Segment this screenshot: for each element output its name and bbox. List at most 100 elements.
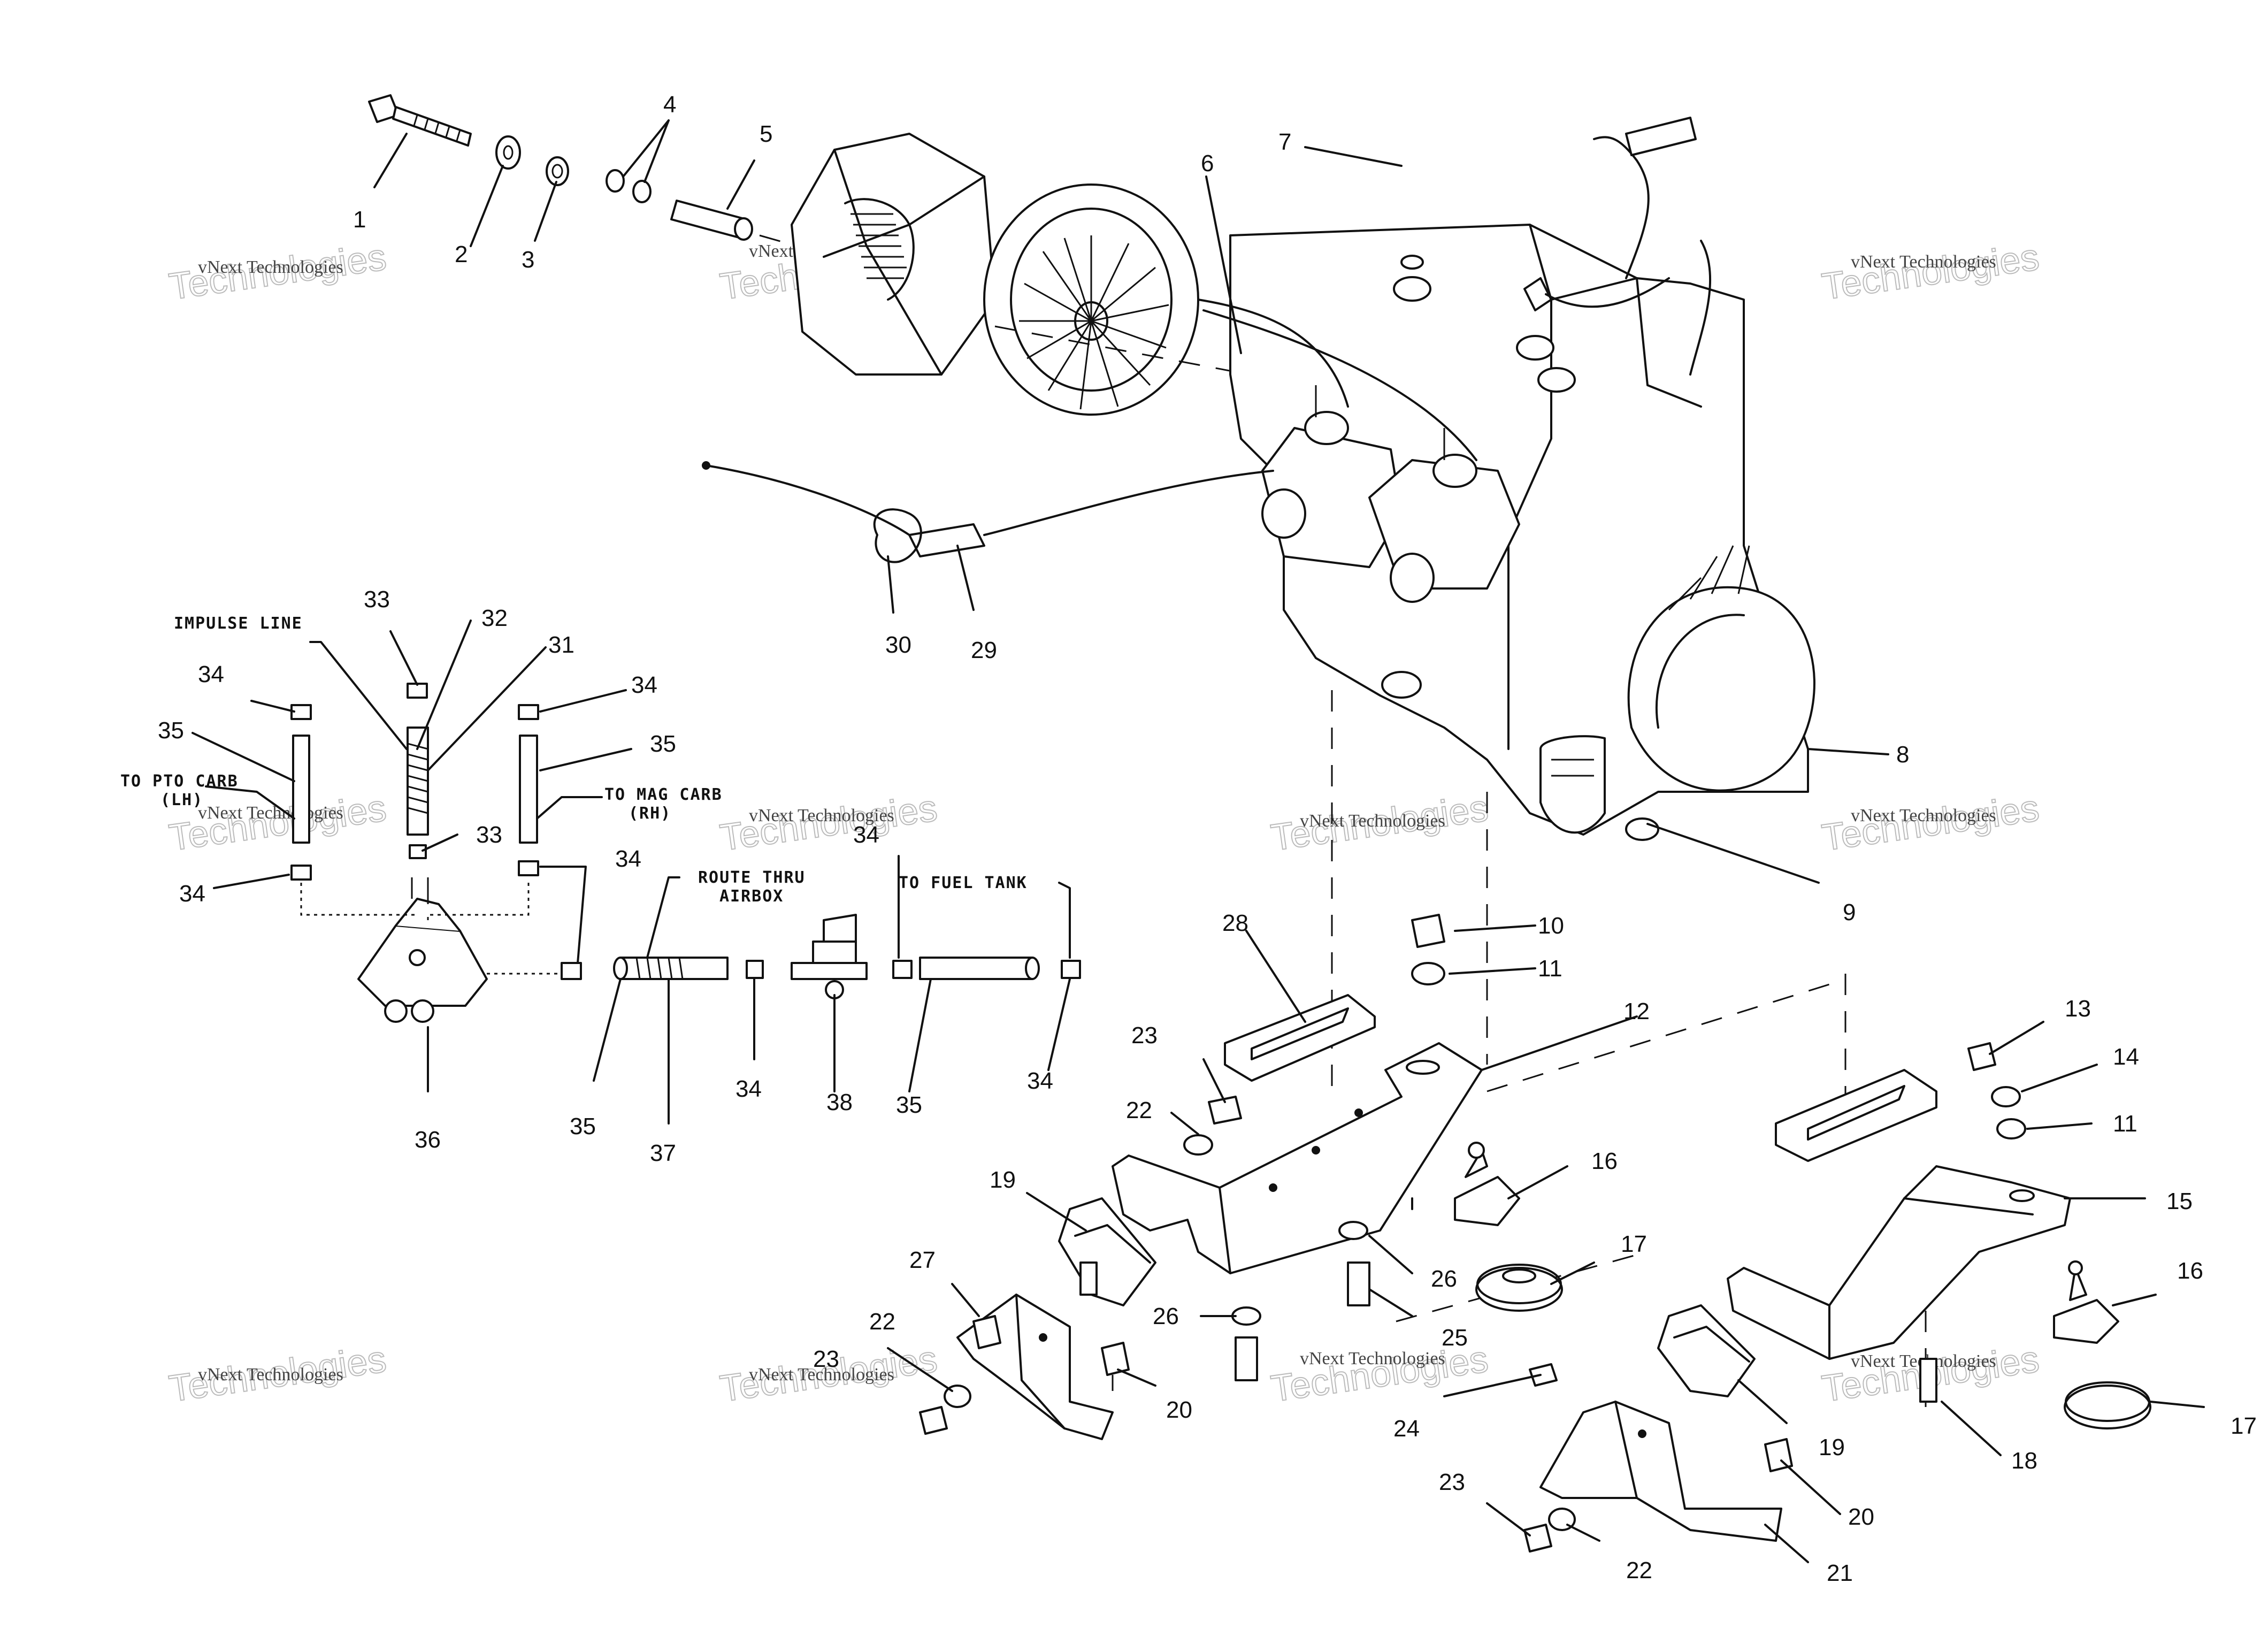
callout-7: 7 xyxy=(1278,129,1291,155)
callout-30: 30 xyxy=(885,632,911,658)
callout-19: 19 xyxy=(1819,1434,1845,1461)
fuel-hose xyxy=(919,957,1040,980)
callout-10: 10 xyxy=(1538,913,1564,939)
washer xyxy=(546,156,569,186)
svg-text:vNext Technologies: vNext Technologies xyxy=(1851,806,1996,825)
hose-clamp xyxy=(746,960,764,979)
throttle-cable xyxy=(702,461,1274,563)
mount-pad xyxy=(2064,1381,2151,1429)
callout-37: 37 xyxy=(650,1140,676,1166)
clutch-bolt xyxy=(368,94,472,147)
callout-23: 23 xyxy=(1131,1022,1158,1049)
hose-clamp xyxy=(518,704,539,720)
fuel-hose-route xyxy=(613,957,729,980)
hose-clamp xyxy=(1061,960,1081,979)
leader-lines xyxy=(191,119,2205,1563)
mount-pad xyxy=(1475,1264,1563,1312)
fuel-system xyxy=(205,641,1081,1023)
washer xyxy=(1338,1221,1368,1240)
callout-34: 34 xyxy=(631,672,657,698)
svg-text:vNext Technologies: vNext Technologies xyxy=(198,803,343,823)
callout-12: 12 xyxy=(1623,998,1650,1024)
callout-17: 17 xyxy=(1621,1231,1647,1257)
washer xyxy=(1996,1118,2026,1140)
callout-17: 17 xyxy=(2231,1413,2257,1439)
routing-notes: IMPULSE LINE TO PTO CARB (LH) TO MAG CAR… xyxy=(120,614,1028,906)
mount-nut xyxy=(1967,1042,1996,1071)
callout-34: 34 xyxy=(735,1076,762,1102)
callout-25: 25 xyxy=(1442,1325,1468,1351)
note-to-mag-carb-side: (RH) xyxy=(629,804,671,823)
washer xyxy=(1411,962,1445,985)
callout-29: 29 xyxy=(971,637,997,663)
callout-36: 36 xyxy=(415,1127,441,1153)
mount-angle-bracket xyxy=(1539,1401,1782,1542)
hose-clamp xyxy=(892,960,913,979)
mount-angle-bracket xyxy=(956,1294,1114,1440)
mount-nut xyxy=(1523,1524,1552,1553)
front-mount-plate xyxy=(1112,1042,1483,1274)
svg-text:vNext Technologies: vNext Technologies xyxy=(1300,1349,1445,1368)
callout-35: 35 xyxy=(650,731,676,757)
callout-33: 33 xyxy=(364,586,390,613)
callout-33: 33 xyxy=(476,822,502,848)
svg-text:vNext Technologies: vNext Technologies xyxy=(749,806,894,825)
washer xyxy=(1991,1086,2021,1107)
note-to-fuel-tank: TO FUEL TANK xyxy=(899,874,1028,892)
note-impulse-line: IMPULSE LINE xyxy=(174,614,303,633)
mount-block xyxy=(1657,1304,1756,1397)
callout-22: 22 xyxy=(869,1309,895,1335)
drive-clutch xyxy=(791,133,1391,416)
clutch-bolt-assembly xyxy=(368,94,835,258)
callout-24: 24 xyxy=(1393,1416,1420,1442)
callout-6: 6 xyxy=(1201,150,1214,177)
o-ring xyxy=(606,169,625,193)
svg-text:vNext Technologies: vNext Technologies xyxy=(198,1365,343,1385)
fuel-pump xyxy=(357,877,488,1023)
callout-21: 21 xyxy=(1827,1560,1853,1586)
rubber-mount xyxy=(1454,1142,1520,1226)
callout-22: 22 xyxy=(1126,1097,1152,1123)
callout-34: 34 xyxy=(615,846,641,872)
callout-13: 13 xyxy=(2065,996,2091,1022)
callout-20: 20 xyxy=(1848,1504,1874,1530)
callout-35: 35 xyxy=(896,1092,922,1118)
callout-34: 34 xyxy=(198,661,224,687)
hose-clamp xyxy=(290,704,312,720)
callout-35: 35 xyxy=(158,717,184,744)
spacer xyxy=(670,200,753,241)
callout-1: 1 xyxy=(353,207,366,233)
callout-34: 34 xyxy=(179,881,205,907)
callout-32: 32 xyxy=(481,605,508,631)
o-ring xyxy=(632,180,652,203)
callout-4: 4 xyxy=(663,91,676,118)
callout-31: 31 xyxy=(548,632,574,658)
note-to-pto-carb: TO PTO CARB xyxy=(120,772,239,791)
note-to-mag-carb: TO MAG CARB xyxy=(604,785,723,804)
callout-numbers: 1 2 3 4 5 6 7 8 9 10 11 12 13 14 11 15 1… xyxy=(158,91,2257,1586)
callout-27: 27 xyxy=(909,1247,936,1273)
svg-text:vNext Technologies: vNext Technologies xyxy=(749,1365,894,1385)
mount-nut xyxy=(1529,1363,1558,1387)
callout-9: 9 xyxy=(1843,899,1856,926)
callout-8: 8 xyxy=(1896,741,1909,768)
mount-nut xyxy=(1411,914,1445,948)
washer xyxy=(495,135,521,170)
callout-3: 3 xyxy=(522,247,534,273)
note-to-pto-carb-side: (LH) xyxy=(160,791,203,809)
callout-18: 18 xyxy=(2011,1448,2037,1474)
callout-23: 23 xyxy=(813,1346,839,1372)
callout-26: 26 xyxy=(1431,1266,1457,1292)
mount-bracket xyxy=(1775,1069,1937,1162)
callout-5: 5 xyxy=(760,121,772,147)
svg-text:vNext Technologies: vNext Technologies xyxy=(198,257,343,277)
mount-nut xyxy=(1208,1096,1242,1125)
callout-23: 23 xyxy=(1439,1469,1465,1495)
callout-11: 11 xyxy=(1538,955,1562,982)
